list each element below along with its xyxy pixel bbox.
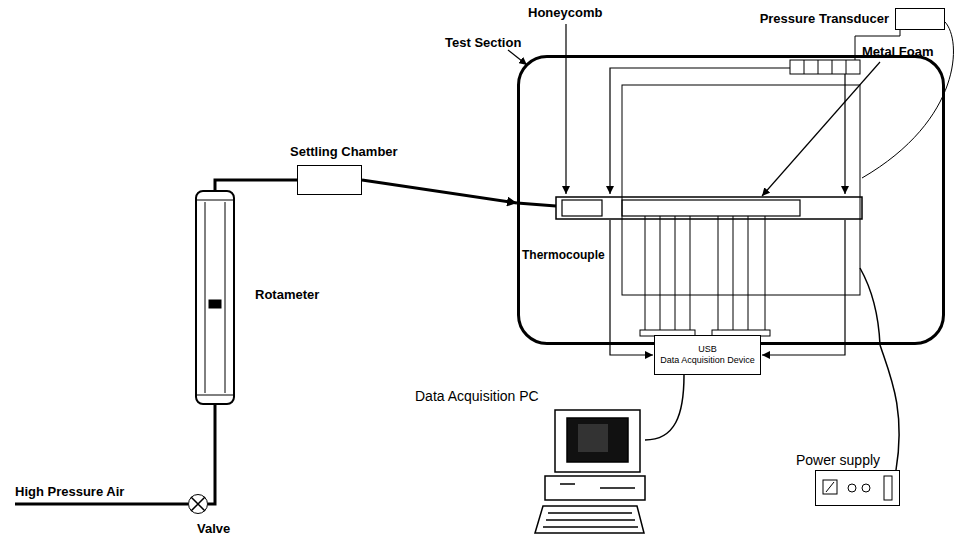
part-label: Metal Foam: [862, 44, 934, 60]
flow-channel: [556, 197, 862, 219]
inlet-pipe: [517, 203, 556, 206]
connector: [215, 180, 297, 190]
valve-symbol: [191, 497, 205, 511]
node-text: Valve: [197, 521, 230, 537]
air-supply-pipe: [15, 503, 188, 506]
leader-line: [565, 24, 566, 194]
thermocouple-wires: [645, 216, 765, 335]
node-text: Rotameter: [255, 287, 319, 303]
part-label: Honeycomb: [528, 5, 602, 21]
valve: Valve: [188, 494, 208, 514]
connector: [880, 345, 899, 470]
leader-line: [762, 62, 880, 196]
power-supply: Power supply: [815, 470, 900, 506]
leader-line: [508, 50, 527, 65]
metal-foam-block: [622, 200, 800, 216]
computer-symbol: [535, 410, 645, 533]
rotameter: Rotameter: [195, 190, 235, 405]
node-text: Data Acquisition Device: [660, 355, 755, 366]
pressure-tap-line: [844, 74, 845, 194]
heater-wire: [860, 268, 880, 345]
transducer-wire: [862, 22, 953, 178]
daq-device: USBData Acquisition Device: [654, 335, 761, 375]
pressure-tap-line: [610, 68, 790, 194]
node-text: Data Acquisition PC: [415, 388, 539, 404]
connector: [362, 180, 517, 203]
node-text: Test Section: [445, 35, 521, 51]
honeycomb-block: [562, 200, 602, 216]
inner-frame: [622, 85, 860, 295]
computer: Data Acquisition PC: [530, 405, 645, 537]
node-text: Power supply: [796, 452, 880, 468]
rotameter-tube: [197, 200, 233, 395]
node-text: Settling Chamber: [290, 144, 398, 160]
connector: [208, 405, 215, 504]
signal-line: [762, 220, 845, 355]
node-text: Pressure Transducer: [760, 11, 889, 27]
test-section: Test Section: [517, 55, 945, 345]
connector: [645, 375, 684, 440]
pressure-transducer: Pressure Transducer: [895, 8, 945, 30]
power-supply-controls: [823, 476, 892, 500]
part-label: High Pressure Air: [15, 484, 124, 500]
part-label: Thermocouple: [521, 247, 606, 263]
node-text: USB: [698, 344, 717, 355]
settling-chamber: Settling Chamber: [297, 165, 362, 195]
